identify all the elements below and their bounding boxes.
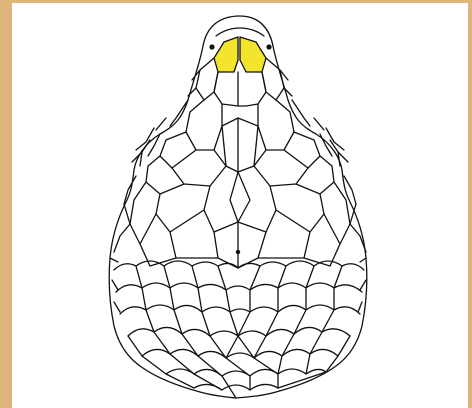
snake-head-illustration	[12, 3, 468, 408]
nostril-right	[266, 44, 271, 49]
parietal-eye-dot	[236, 250, 240, 254]
lateral-scales-right	[292, 100, 366, 252]
crown-scales	[146, 100, 334, 194]
internasal-scale-right	[240, 37, 266, 72]
nostril-left	[209, 44, 214, 49]
rear-scale-rows	[114, 261, 364, 398]
parietal-scales	[130, 172, 350, 268]
internasal-scale-left	[214, 37, 238, 72]
lateral-scales-left	[114, 100, 188, 252]
snout-scales	[188, 58, 292, 106]
snake-head-drawing	[12, 3, 468, 408]
rostral-scale	[216, 28, 264, 36]
